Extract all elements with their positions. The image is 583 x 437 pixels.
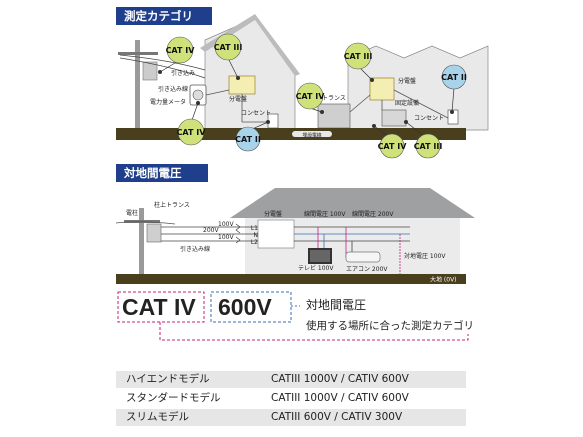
legend-voltage-label: 対地間電圧 — [306, 298, 367, 312]
label-panel-left: 分電盤 — [229, 95, 247, 103]
building-roof — [230, 188, 475, 218]
model-name: スタンダードモデル — [126, 392, 221, 404]
distribution-panel — [257, 219, 295, 249]
label-v100-bottom: 100V — [218, 234, 234, 241]
label-service-drop-b: 引き込み線 — [158, 85, 188, 93]
cat-bubble-3: CAT IV — [177, 101, 207, 146]
cat-bubble-3-label: CAT IV — [177, 128, 207, 137]
label-tv: テレビ 100V — [298, 264, 334, 272]
legend-category: CAT IV — [122, 294, 196, 320]
cat-bubble-2: CAT III — [214, 33, 243, 80]
cat-bubble-6: CAT III — [344, 42, 374, 82]
label-transformer: トランス — [322, 95, 346, 102]
model-spec: CATIII 1000V / CATIV 600V — [271, 392, 409, 404]
label-service-drop-a: 引き込み — [171, 69, 195, 77]
ground-top — [116, 128, 466, 140]
fixed-equipment — [381, 109, 407, 127]
table-row: スリムモデル CATIII 600V / CATIV 300V — [116, 409, 466, 426]
utility-pole — [139, 208, 144, 280]
model-name: スリムモデル — [126, 411, 189, 423]
buried-cable-label: 埋設電線 — [302, 132, 321, 139]
section-header-ground-voltage: 対地間電圧 — [116, 164, 208, 182]
ground-voltage-diagram: 電柱 柱上トランス 引き込み線 分電盤 L1 N L2 100V 100V 20… — [115, 188, 475, 284]
cat-bubble-9: CAT III — [404, 120, 443, 159]
label-l1: L1 — [251, 225, 258, 232]
label-l2: L2 — [251, 239, 258, 246]
label-v200: 200V — [203, 227, 219, 234]
label-v100-top: 100V — [218, 221, 234, 228]
label-panel: 分電盤 — [264, 210, 282, 218]
model-spec: CATIII 600V / CATIV 300V — [271, 411, 403, 423]
legend-voltage: 600V — [218, 294, 272, 320]
label-line-v100: 線間電圧 100V — [304, 210, 346, 218]
cat-bubble-1: CAT IV — [158, 36, 196, 74]
pole-transformer-box — [142, 61, 158, 81]
air-conditioner-icon — [345, 251, 381, 263]
label-ground-v: 対地電圧 100V — [404, 252, 446, 260]
cat-bubble-5: CAT IV — [296, 82, 326, 114]
cat-bubble-1-label: CAT IV — [166, 46, 196, 55]
label-meter: 電力量メータ — [150, 98, 186, 106]
ground-bottom — [116, 274, 466, 284]
cat-bubble-9-label: CAT III — [414, 142, 443, 151]
label-earth: 大地 (0V) — [430, 276, 457, 284]
section-header-measurement-category: 測定カテゴリ — [116, 7, 212, 25]
label-pole: 電柱 — [126, 209, 138, 217]
legend-category-label: 使用する場所に合った測定カテゴリ — [306, 320, 474, 332]
voltage-frame — [210, 291, 292, 323]
cat-bubble-8-label: CAT IV — [378, 142, 408, 151]
label-pole-transformer: 柱上トランス — [154, 201, 190, 209]
cat-bubble-6-label: CAT III — [344, 52, 373, 61]
transformer — [317, 103, 351, 129]
label-ac: エアコン 200V — [346, 266, 388, 273]
label-outlet-left: コンセント — [241, 110, 271, 117]
utility-pole-left — [135, 40, 140, 132]
table-row: スタンダードモデル CATIII 1000V / CATIV 600V — [116, 390, 466, 407]
distribution-panel-right — [369, 77, 395, 101]
label-line-v200: 線間電圧 200V — [352, 210, 394, 218]
label-fixed-equipment: 固定設備 — [395, 99, 419, 107]
cat-bubble-4-label: CAT II — [235, 135, 261, 144]
outlet-right — [447, 109, 459, 125]
distribution-panel-left — [228, 75, 256, 95]
label-outlet-right: コンセント — [414, 115, 444, 122]
label-n: N — [254, 232, 259, 239]
cat-frame — [117, 291, 205, 323]
pole-transformer — [146, 223, 162, 243]
model-spec: CATIII 1000V / CATIV 600V — [271, 373, 409, 385]
cat-bubble-7-label: CAT II — [441, 73, 467, 82]
cat-bubble-5-label: CAT IV — [296, 92, 326, 101]
legend-frames — [117, 291, 469, 341]
model-name: ハイエンドモデル — [126, 373, 210, 385]
cat-bubble-4: CAT II — [235, 120, 270, 152]
cat-bubble-7: CAT II — [441, 64, 467, 114]
cat-bubble-2-label: CAT III — [214, 43, 243, 52]
buried-cable — [292, 131, 332, 137]
label-panel-right: 分電盤 — [398, 77, 416, 85]
table-row: ハイエンドモデル CATIII 1000V / CATIV 600V — [116, 371, 466, 388]
label-service-line: 引き込み線 — [180, 245, 210, 253]
cat-bubble-8: CAT IV — [372, 124, 408, 159]
measurement-category-diagram: 埋設電線 引き込み 引き込み線 電力量メータ 分電盤 コンセント トランス 分電… — [116, 14, 489, 159]
